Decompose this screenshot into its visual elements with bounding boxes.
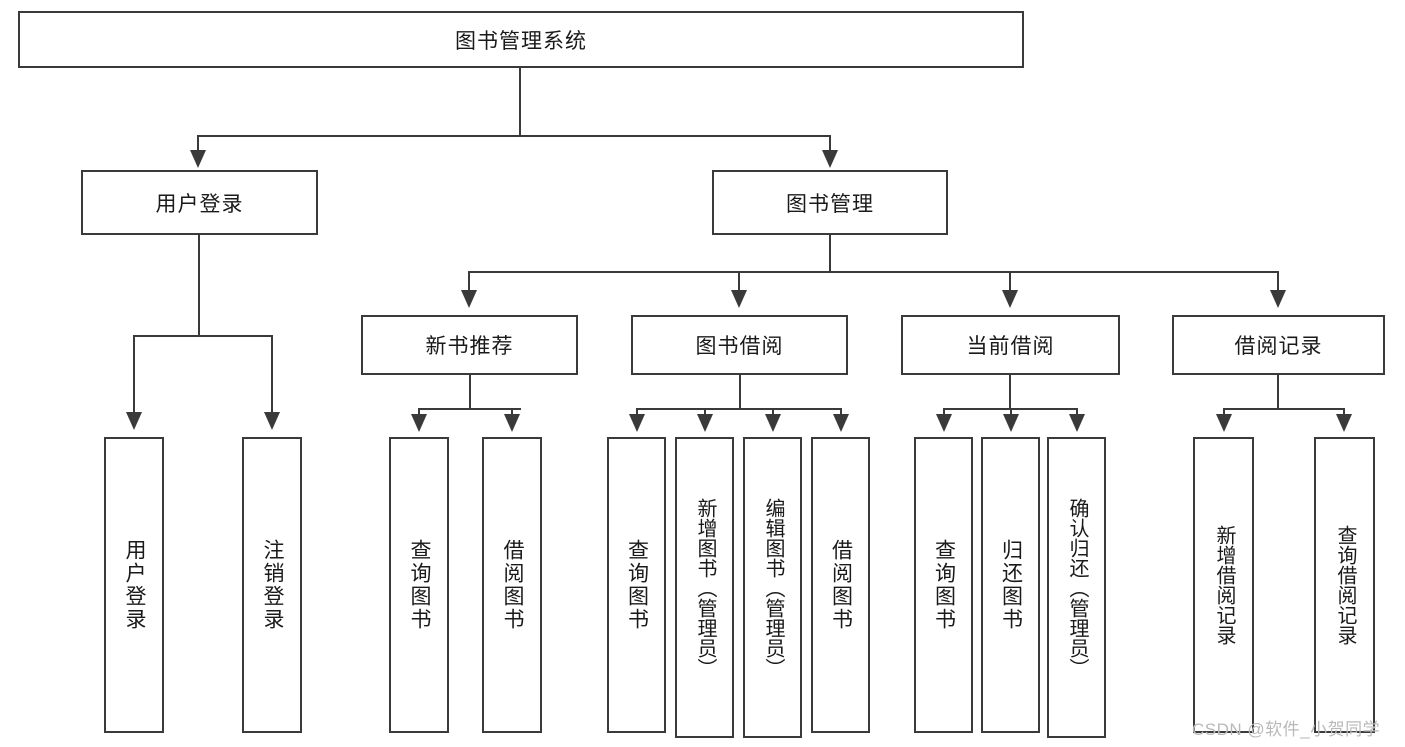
connector-borrow-record-bus <box>1223 408 1345 410</box>
leaf-logout[interactable]: 注销登录 <box>242 437 302 733</box>
node-new-book-recommend[interactable]: 新书推荐 <box>361 315 578 375</box>
connector-user-login-right-drop <box>271 335 273 417</box>
leaf-borrow-record-add-record[interactable]: 新增借阅记录 <box>1193 437 1254 733</box>
connector-root-to-book-management <box>829 135 831 155</box>
connector-book-management-stem <box>829 235 831 272</box>
arrow-to-leaf-logout <box>264 412 280 430</box>
connector-root-to-user-login <box>197 135 199 155</box>
node-book-management[interactable]: 图书管理 <box>712 170 948 235</box>
arrow-book-borrow-to-query-book <box>629 414 645 432</box>
node-label: 新书推荐 <box>425 335 514 358</box>
leaf-new-book-borrow-book[interactable]: 借阅图书 <box>482 437 542 733</box>
leaf-book-borrow-borrow-book[interactable]: 借阅图书 <box>811 437 870 733</box>
node-book-borrow[interactable]: 图书借阅 <box>631 315 848 375</box>
arrow-new-book-to-query-book <box>411 414 427 432</box>
connector-new-book-drop-2 <box>511 408 513 418</box>
node-label: 用户登录 <box>123 539 147 631</box>
leaf-book-borrow-query-book[interactable]: 查询图书 <box>607 437 666 733</box>
connector-user-login-bus <box>133 335 273 337</box>
arrow-to-leaf-user-login <box>126 412 142 430</box>
node-label: 新增图书（管理员） <box>694 497 716 678</box>
connector-current-borrow-drop-3 <box>1076 408 1078 418</box>
connector-borrow-record-drop-2 <box>1343 408 1345 418</box>
connector-book-management-bus <box>468 271 1279 273</box>
connector-user-login-left-drop <box>133 335 135 417</box>
arrow-bm-to-borrow-record <box>1270 290 1286 308</box>
arrow-current-borrow-to-return-book <box>1003 414 1019 432</box>
connector-book-borrow-stem <box>739 375 741 409</box>
node-current-borrow[interactable]: 当前借阅 <box>901 315 1120 375</box>
node-label: 图书管理 <box>786 192 874 216</box>
connector-new-book-drop-1 <box>418 408 420 418</box>
watermark-text: CSDN @软件_小贺同学 <box>1192 720 1381 739</box>
node-label: 注销登录 <box>261 539 285 631</box>
node-label: 借阅图书 <box>501 539 525 631</box>
arrow-borrow-record-to-add-record <box>1216 414 1232 432</box>
node-label: 编辑图书（管理员） <box>762 497 784 678</box>
arrow-bm-to-new-book-recommend <box>461 290 477 308</box>
leaf-current-borrow-return-book[interactable]: 归还图书 <box>981 437 1040 733</box>
node-label: 图书管理系统 <box>455 29 587 53</box>
node-label: 图书借阅 <box>695 335 784 358</box>
node-borrow-record[interactable]: 借阅记录 <box>1172 315 1385 375</box>
arrow-new-book-to-borrow-book <box>504 414 520 432</box>
node-label: 用户登录 <box>155 192 244 216</box>
node-label: 查询借阅记录 <box>1334 525 1356 645</box>
node-user-login[interactable]: 用户登录 <box>81 170 318 235</box>
leaf-current-borrow-confirm-return-admin[interactable]: 确认归还（管理员） <box>1047 437 1106 738</box>
node-label: 确认归还（管理员） <box>1066 497 1088 678</box>
arrow-borrow-record-to-query-record <box>1336 414 1352 432</box>
node-label: 查询图书 <box>408 539 432 631</box>
connector-bm-to-new-book <box>468 271 470 294</box>
leaf-book-borrow-edit-book-admin[interactable]: 编辑图书（管理员） <box>743 437 802 738</box>
connector-book-borrow-drop-3 <box>772 408 774 418</box>
connector-bm-to-current-borrow <box>1009 271 1011 294</box>
arrow-book-borrow-to-borrow-book <box>833 414 849 432</box>
connector-borrow-record-stem <box>1277 375 1279 409</box>
connector-bm-to-borrow-record <box>1277 271 1279 294</box>
node-label: 查询图书 <box>932 539 956 631</box>
leaf-current-borrow-query-book[interactable]: 查询图书 <box>914 437 973 733</box>
node-label: 归还图书 <box>999 539 1023 631</box>
connector-current-borrow-drop-2 <box>1010 408 1012 418</box>
leaf-borrow-record-query-record[interactable]: 查询借阅记录 <box>1314 437 1375 733</box>
arrow-current-borrow-to-query-book <box>936 414 952 432</box>
connector-bm-to-book-borrow <box>738 271 740 294</box>
connector-new-book-stem <box>469 375 471 409</box>
leaf-new-book-query-book[interactable]: 查询图书 <box>389 437 449 733</box>
arrow-bm-to-book-borrow <box>731 290 747 308</box>
connector-root-bus <box>197 135 831 137</box>
connector-new-book-bus <box>418 408 521 410</box>
connector-book-borrow-drop-1 <box>636 408 638 418</box>
connector-user-login-stem <box>198 235 200 336</box>
connector-book-borrow-bus <box>636 408 842 410</box>
connector-current-borrow-drop-1 <box>943 408 945 418</box>
arrow-bm-to-current-borrow <box>1002 290 1018 308</box>
arrow-root-to-book-management <box>822 150 838 168</box>
node-label: 新增借阅记录 <box>1213 525 1235 645</box>
arrow-current-borrow-to-confirm-return <box>1069 414 1085 432</box>
node-label: 借阅图书 <box>829 539 853 631</box>
node-label: 查询图书 <box>625 539 649 631</box>
leaf-book-borrow-add-book-admin[interactable]: 新增图书（管理员） <box>675 437 734 738</box>
node-label: 借阅记录 <box>1234 335 1323 358</box>
connector-book-borrow-drop-4 <box>840 408 842 418</box>
connector-borrow-record-drop-1 <box>1223 408 1225 418</box>
connector-book-borrow-drop-2 <box>704 408 706 418</box>
arrow-root-to-user-login <box>190 150 206 168</box>
arrow-book-borrow-to-add-book <box>697 414 713 432</box>
connector-root-stem <box>519 68 521 136</box>
node-root-book-management-system[interactable]: 图书管理系统 <box>18 11 1024 68</box>
node-label: 当前借阅 <box>966 335 1055 358</box>
connector-current-borrow-stem <box>1009 375 1011 409</box>
csdn-watermark: CSDN @软件_小贺同学 <box>1192 715 1380 740</box>
leaf-user-login[interactable]: 用户登录 <box>104 437 164 733</box>
arrow-book-borrow-to-edit-book <box>765 414 781 432</box>
